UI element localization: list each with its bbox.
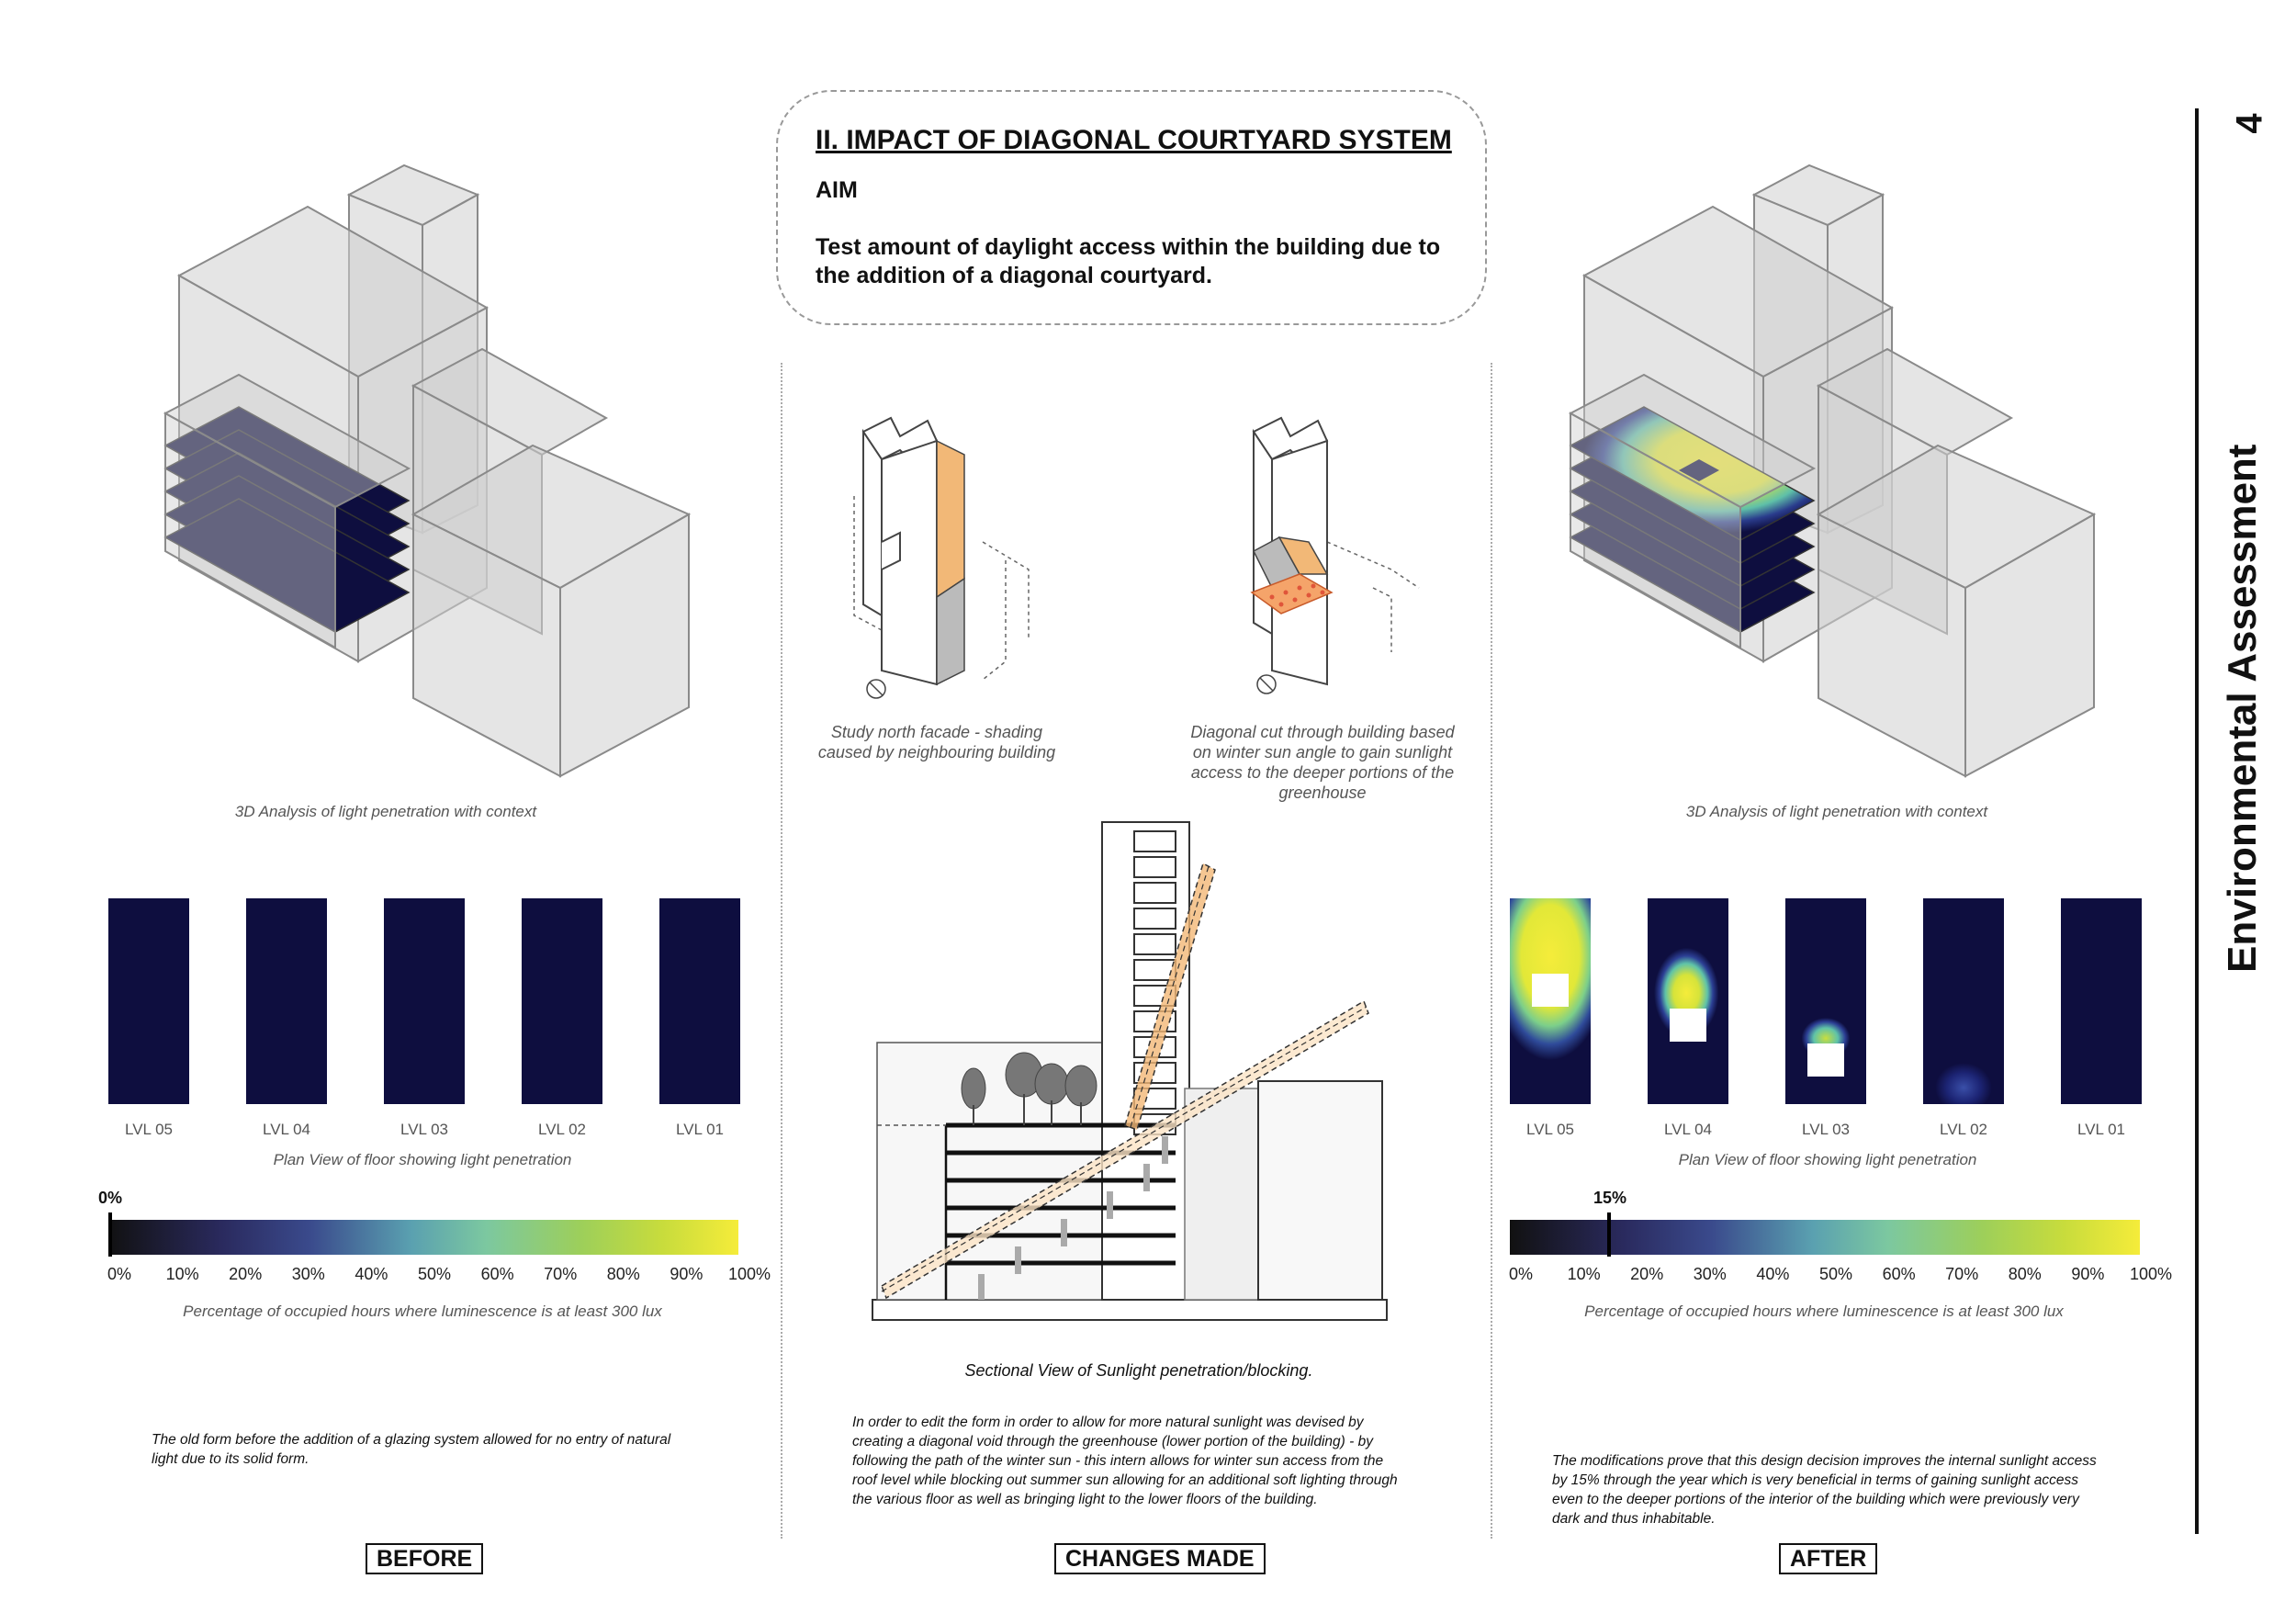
scale-tick-label: 90%: [670, 1265, 703, 1283]
before-plan-caption: Plan View of floor showing light penetra…: [273, 1151, 572, 1168]
scale-tick-label: 100%: [727, 1265, 771, 1283]
before-level-label: LVL 05: [125, 1121, 173, 1138]
scale-tick-label: 60%: [1882, 1265, 1916, 1283]
scale-tick-label: 50%: [417, 1265, 452, 1283]
after-threshold-marker: [1607, 1212, 1611, 1257]
after-plan-lvl04: [1648, 898, 1728, 1104]
after-plan-caption: Plan View of floor showing light penetra…: [1678, 1151, 1977, 1168]
changes-description: In order to edit the form in order to al…: [852, 1415, 1398, 1507]
courtyard-void: [1532, 974, 1569, 1007]
after-description: The modifications prove that this design…: [1552, 1453, 2097, 1527]
courtyard-void: [1807, 1043, 1844, 1077]
before-footer-label: BEFORE: [366, 1543, 484, 1574]
page-title: II. IMPACT OF DIAGONAL COURTYARD SYSTEM: [816, 125, 1452, 155]
scale-tick-label: 40%: [355, 1265, 388, 1283]
scale-tick-label: 50%: [1818, 1265, 1853, 1283]
before-axo-caption: 3D Analysis of light penetration with co…: [234, 803, 537, 820]
after-level-label: LVL 02: [1940, 1121, 1987, 1138]
scale-tick-label: 30%: [1693, 1265, 1727, 1283]
after-plan-lvl02: [1923, 898, 2004, 1104]
after-color-scale: [1510, 1220, 2140, 1255]
before-level-label: LVL 02: [538, 1121, 586, 1138]
before-threshold-label: 0%: [98, 1189, 123, 1207]
scale-tick-label: 20%: [1630, 1265, 1664, 1283]
after-axo-caption: 3D Analysis of light penetration with co…: [1685, 803, 1988, 820]
side-divider: [2195, 108, 2199, 1534]
scale-tick-label: 90%: [2071, 1265, 2105, 1283]
before-plan-lvl05: [108, 898, 189, 1104]
before-description: The old form before the addition of a gl…: [152, 1432, 671, 1467]
after-threshold-label: 15%: [1593, 1189, 1627, 1207]
page-number: 4: [2229, 113, 2270, 134]
scale-tick-label: 0%: [1508, 1265, 1533, 1283]
scale-tick-label: 30%: [291, 1265, 325, 1283]
before-level-label: LVL 04: [263, 1121, 310, 1138]
scale-tick-label: 60%: [480, 1265, 514, 1283]
before-plan-lvl01: [659, 898, 740, 1104]
column-divider-right: [1491, 363, 1492, 1539]
north-facade-caption: Study north facade - shading caused by n…: [817, 723, 1056, 761]
before-threshold-marker: [108, 1212, 112, 1257]
before-plan-lvl04: [246, 898, 327, 1104]
after-axonometric: [1568, 164, 2097, 778]
side-title: Environmental Assessment: [2220, 444, 2265, 973]
scale-tick-label: 10%: [1567, 1265, 1601, 1283]
after-level-label: LVL 04: [1664, 1121, 1712, 1138]
before-scale-caption: Percentage of occupied hours where lumin…: [183, 1303, 662, 1320]
before-level-label: LVL 03: [400, 1121, 448, 1138]
before-floor-slabs: [163, 406, 411, 633]
scale-tick-label: 40%: [1756, 1265, 1790, 1283]
scale-tick-label: 0%: [107, 1265, 131, 1283]
aim-label: AIM: [816, 177, 858, 203]
scale-tick-label: 80%: [2008, 1265, 2042, 1283]
diagonal-cut-diagram: [1250, 416, 1420, 694]
diagonal-cut-caption: Diagonal cut through building based on w…: [1190, 723, 1455, 802]
scale-tick-label: 70%: [544, 1265, 578, 1283]
after-plan-lvl03: [1785, 898, 1866, 1104]
header-box: [776, 90, 1487, 325]
after-plan-lvl01: [2061, 898, 2142, 1104]
north-facade-study-diagram: [853, 416, 1030, 699]
after-plan-lvl05: [1510, 898, 1591, 1104]
scale-tick-label: 20%: [229, 1265, 263, 1283]
scale-tick-label: 80%: [606, 1265, 640, 1283]
before-axonometric: [163, 164, 692, 778]
courtyard-void: [1670, 1009, 1706, 1042]
before-plan-lvl02: [522, 898, 602, 1104]
before-color-scale: [108, 1220, 738, 1255]
before-level-label: LVL 01: [676, 1121, 724, 1138]
aim-text: Test amount of daylight access within th…: [816, 234, 1441, 288]
before-plan-lvl03: [384, 898, 465, 1104]
after-level-label: LVL 05: [1526, 1121, 1574, 1138]
column-divider-left: [781, 363, 782, 1539]
scale-tick-label: 10%: [165, 1265, 199, 1283]
sunlight-section-drawing: [872, 821, 1388, 1321]
scale-tick-label: 100%: [2129, 1265, 2173, 1283]
changes-footer-label: CHANGES MADE: [1054, 1543, 1266, 1574]
section-caption: Sectional View of Sunlight penetration/b…: [964, 1361, 1313, 1380]
after-footer-label: AFTER: [1779, 1543, 1878, 1574]
scale-tick-label: 70%: [1945, 1265, 1979, 1283]
after-level-label: LVL 01: [2077, 1121, 2125, 1138]
after-scale-caption: Percentage of occupied hours where lumin…: [1584, 1303, 2064, 1320]
after-floor-slabs: [1569, 406, 1816, 633]
after-level-label: LVL 03: [1802, 1121, 1850, 1138]
